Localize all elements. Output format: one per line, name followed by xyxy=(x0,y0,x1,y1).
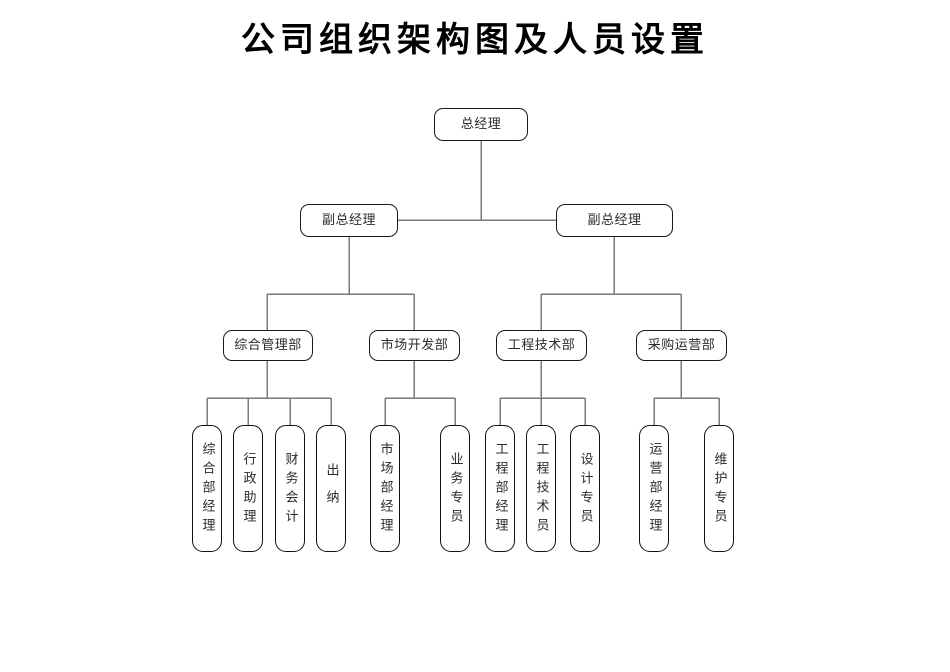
node-staff-comprehensive-manager-label: 综合部经理 xyxy=(199,442,215,537)
node-dept-comprehensive-management[interactable]: 综合管理部 xyxy=(223,330,313,361)
node-staff-operations-manager[interactable]: 运营部经理 xyxy=(639,425,669,552)
node-dept-market-development[interactable]: 市场开发部 xyxy=(369,330,460,361)
node-staff-administrative-assistant[interactable]: 行政助理 xyxy=(233,425,263,552)
node-staff-design-specialist-label: 设计专员 xyxy=(577,451,593,528)
node-staff-cashier[interactable]: 出纳 xyxy=(316,425,346,552)
node-staff-business-specialist-label: 业务专员 xyxy=(447,451,463,528)
node-general-manager[interactable]: 总经理 xyxy=(434,108,528,141)
node-staff-administrative-assistant-label: 行政助理 xyxy=(240,451,256,528)
node-staff-operations-manager-label: 运营部经理 xyxy=(646,442,662,537)
node-deputy-general-manager-left[interactable]: 副总经理 xyxy=(300,204,398,237)
node-staff-maintenance-specialist[interactable]: 维护专员 xyxy=(704,425,734,552)
node-dept-comprehensive-management-label: 综合管理部 xyxy=(234,337,302,353)
node-staff-engineering-technician-label: 工程技术员 xyxy=(533,442,549,537)
node-staff-cashier-label: 出纳 xyxy=(323,462,339,517)
node-deputy-general-manager-right-label: 副总经理 xyxy=(587,212,642,228)
node-staff-market-manager-label: 市场部经理 xyxy=(377,442,393,537)
node-dept-engineering-technology[interactable]: 工程技术部 xyxy=(496,330,587,361)
node-staff-maintenance-specialist-label: 维护专员 xyxy=(711,451,727,528)
node-deputy-general-manager-left-label: 副总经理 xyxy=(321,212,376,228)
node-staff-accountant-label: 财务会计 xyxy=(282,451,298,528)
node-general-manager-label: 总经理 xyxy=(460,116,502,132)
node-staff-design-specialist[interactable]: 设计专员 xyxy=(570,425,600,552)
node-dept-market-development-label: 市场开发部 xyxy=(380,337,449,353)
node-dept-engineering-technology-label: 工程技术部 xyxy=(507,337,576,353)
node-staff-engineering-manager-label: 工程部经理 xyxy=(492,442,508,537)
node-staff-comprehensive-manager[interactable]: 综合部经理 xyxy=(192,425,222,552)
node-dept-procurement-operations-label: 采购运营部 xyxy=(647,337,716,353)
node-dept-procurement-operations[interactable]: 采购运营部 xyxy=(636,330,727,361)
node-deputy-general-manager-right[interactable]: 副总经理 xyxy=(556,204,673,237)
page-title: 公司组织架构图及人员设置 xyxy=(241,20,709,60)
node-staff-engineering-technician[interactable]: 工程技术员 xyxy=(526,425,556,552)
node-staff-engineering-manager[interactable]: 工程部经理 xyxy=(485,425,515,552)
node-staff-accountant[interactable]: 财务会计 xyxy=(275,425,305,552)
node-staff-market-manager[interactable]: 市场部经理 xyxy=(370,425,400,552)
node-staff-business-specialist[interactable]: 业务专员 xyxy=(440,425,470,552)
